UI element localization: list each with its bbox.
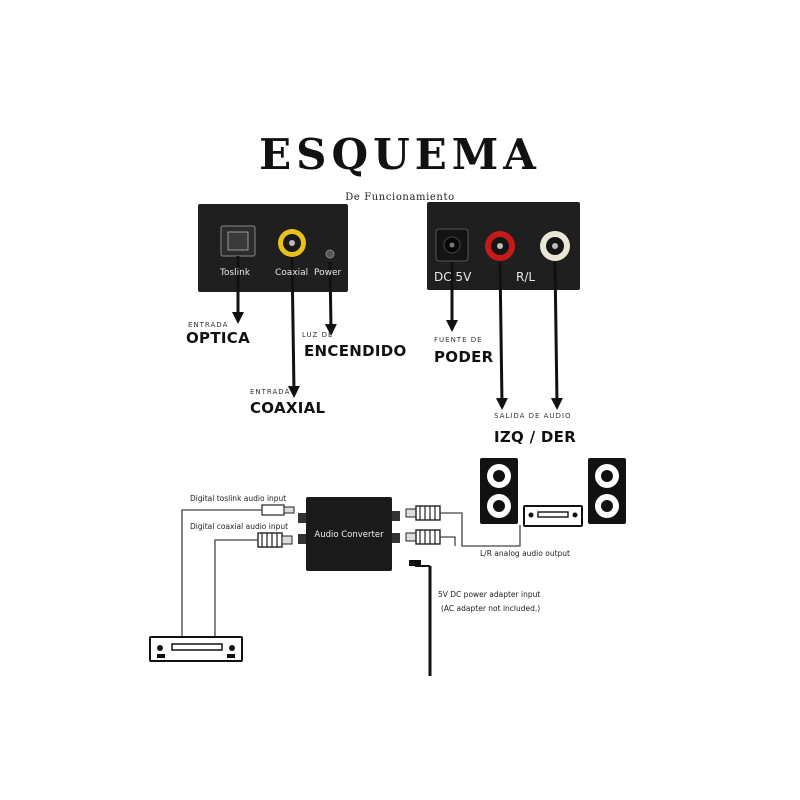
output-cable-bottom [440, 536, 456, 546]
coaxial-big-label: COAXIAL [250, 399, 326, 417]
toslink-plug [261, 504, 295, 516]
power-note-label: (AC adapter not included.) [441, 604, 541, 613]
coaxial-plug [257, 532, 293, 548]
audio-converter-label: Audio Converter [314, 530, 384, 540]
encendido-big-label: ENCENDIDO [304, 342, 407, 360]
audio-converter-box [306, 497, 392, 571]
rca-plug-top [405, 505, 441, 521]
amplifier-unit [523, 505, 583, 527]
power-label: Power [314, 268, 342, 278]
audio-small-label: SALIDA DE AUDIO [494, 412, 572, 420]
toslink-port [220, 225, 256, 257]
dc-jack [435, 228, 469, 262]
output-cable-top [440, 512, 521, 547]
source-player-device [149, 636, 243, 662]
optica-big-label: OPTICA [186, 329, 250, 347]
red-rca-jack [485, 231, 515, 261]
audio-big-label: IZQ / DER [494, 428, 577, 446]
coaxial-input-label: Digital coaxial audio input [190, 522, 289, 531]
rl-label: R/L [516, 270, 536, 284]
white-rca-jack [540, 231, 570, 261]
coaxial-small-label: ENTRADA [250, 388, 291, 396]
arrow-encendido [324, 261, 337, 336]
encendido-small-label: LUZ DE [302, 331, 334, 339]
coaxial-jack [278, 229, 306, 257]
arrow-izq [495, 261, 508, 410]
coaxial-label: Coaxial [275, 268, 309, 278]
poder-small-label: FUENTE DE [434, 336, 483, 344]
toslink-input-label: Digital toslink audio input [190, 494, 287, 503]
page-subtitle: De Funcionamiento [345, 192, 455, 203]
arrow-coaxial [287, 256, 300, 398]
power-led [325, 249, 335, 259]
analog-output-label: L/R analog audio output [480, 549, 570, 558]
poder-big-label: PODER [434, 348, 494, 366]
power-plug [409, 560, 430, 567]
dc-label: DC 5V [434, 270, 472, 284]
arrow-der [550, 261, 563, 410]
left-speaker [480, 458, 518, 524]
toslink-label: Toslink [220, 268, 251, 278]
optica-small-label: ENTRADA [188, 321, 229, 329]
right-speaker [588, 458, 626, 524]
coaxial-cable [214, 539, 258, 640]
power-input-label: 5V DC power adapter input [438, 590, 541, 599]
page-title: ESQUEMA [259, 130, 541, 179]
rca-plug-bottom [405, 529, 441, 545]
toslink-cable [181, 509, 262, 640]
